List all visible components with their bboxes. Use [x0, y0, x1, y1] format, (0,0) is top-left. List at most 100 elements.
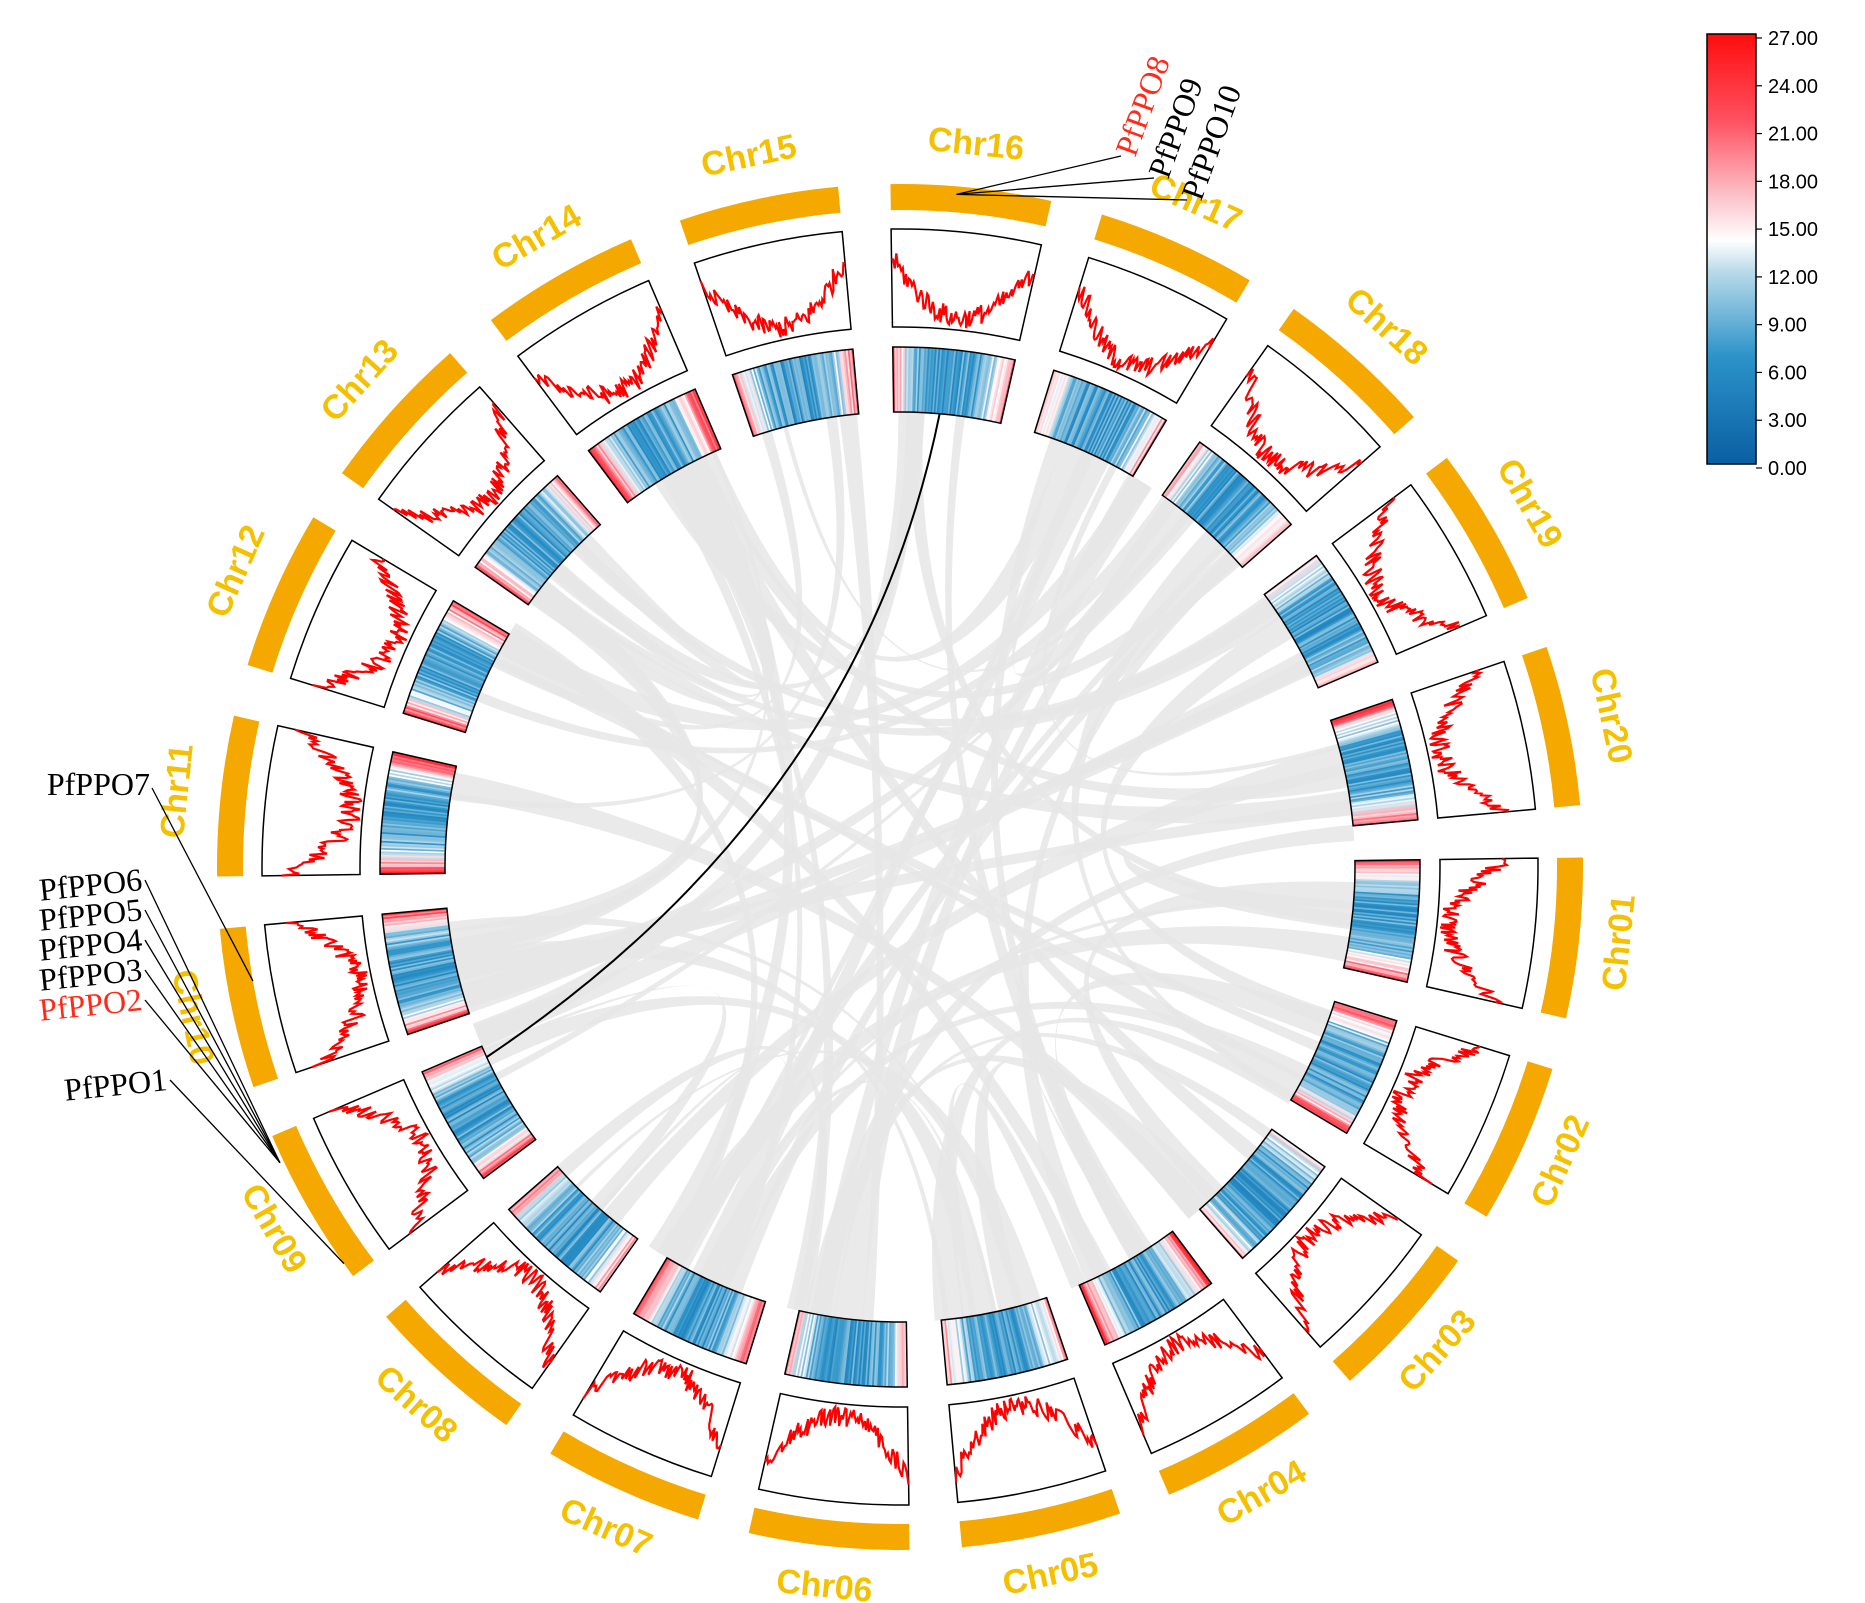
heatmap-cell	[689, 1283, 718, 1344]
heatmap-cell	[1334, 714, 1398, 736]
legend-tick-label: 24.00	[1768, 76, 1818, 98]
heatmap-cell	[1130, 418, 1166, 476]
heatmap-cell	[481, 556, 535, 598]
chromosome-label: Chr14	[485, 197, 588, 278]
heatmap-cell	[380, 836, 446, 843]
heatmap-cell	[399, 991, 463, 1012]
heatmap-cell	[1117, 1265, 1151, 1324]
heatmap-cell	[956, 1318, 967, 1384]
heatmap-cell	[1050, 376, 1075, 439]
heatmap-cell	[783, 359, 800, 424]
heatmap-cell	[794, 1312, 810, 1377]
heatmap-cell	[1292, 603, 1350, 639]
heatmap-cell	[409, 692, 472, 717]
heatmap-cell	[1252, 1152, 1305, 1196]
heatmap-cell	[423, 1048, 484, 1077]
heatmap-cell	[442, 618, 501, 652]
heatmap-cell	[670, 1275, 701, 1335]
heatmap-cell	[380, 833, 446, 840]
heatmap-cell	[447, 609, 505, 644]
heatmap-cell	[1353, 903, 1419, 912]
heatmap-cell	[672, 1275, 703, 1336]
heatmap-cell	[1103, 401, 1135, 461]
heatmap-cell	[460, 1110, 517, 1147]
heatmap-cell	[1354, 879, 1420, 884]
heatmap-cell	[573, 1220, 616, 1273]
heatmap-cell	[626, 423, 663, 481]
heatmap-cell	[1303, 627, 1363, 659]
heatmap-cell	[442, 617, 501, 651]
heatmap-cell	[548, 482, 594, 532]
heatmap-cell	[1248, 1158, 1300, 1202]
heatmap-cell	[1336, 719, 1400, 740]
heatmap-cell	[549, 1202, 595, 1253]
heatmap-cell	[447, 1091, 506, 1126]
heatmap-cell	[1260, 1142, 1314, 1185]
heatmap-cell	[1206, 1202, 1252, 1252]
heatmap-cell	[1345, 958, 1410, 975]
heatmap-cell	[1353, 900, 1419, 908]
heatmap-cell	[388, 949, 453, 964]
heatmap-cell	[1273, 569, 1328, 609]
synteny-link	[668, 543, 1227, 1270]
heatmap-cell	[577, 1223, 620, 1277]
line-track-frame	[572, 1329, 742, 1478]
heatmap-cell	[835, 350, 846, 416]
heatmap-cell	[437, 626, 497, 659]
heatmap-cell	[427, 647, 488, 677]
heatmap-cell	[477, 1131, 532, 1172]
heatmap-cell	[452, 1098, 510, 1134]
heatmap-cell	[960, 1317, 972, 1383]
heatmap-cell	[1171, 449, 1212, 503]
heatmap-cell	[1172, 450, 1213, 504]
heatmap-cell	[1306, 1068, 1367, 1100]
heatmap-cell	[1332, 706, 1396, 729]
heatmap-cell	[1038, 1299, 1061, 1363]
heatmap-cell	[1089, 394, 1119, 455]
heatmap-cell	[742, 370, 765, 434]
heatmap-cell	[1307, 634, 1367, 666]
heatmap-cell	[1344, 961, 1409, 978]
heatmap-cell	[424, 655, 485, 684]
heatmap-cell	[423, 1050, 485, 1079]
heatmap-cell	[1350, 928, 1416, 940]
heatmap-cell	[1124, 415, 1160, 473]
heatmap-cell	[659, 1270, 692, 1330]
heatmap-cell	[1097, 398, 1128, 459]
heatmap-cell	[848, 1319, 858, 1385]
heatmap-cell	[487, 548, 541, 590]
heatmap-cell	[381, 824, 447, 832]
line-track-frame	[312, 1078, 469, 1251]
heatmap-cell	[1229, 1179, 1279, 1226]
heatmap-cell	[1044, 374, 1068, 437]
heatmap-cell	[1315, 1050, 1376, 1079]
heatmap-cell	[1332, 704, 1395, 727]
heatmap-cell	[829, 1317, 841, 1383]
heatmap-cell	[1298, 1085, 1357, 1119]
heatmap-cell	[966, 1316, 979, 1382]
heatmap-cell	[1213, 490, 1260, 539]
gene-label: PfPPO1	[62, 1061, 168, 1108]
heatmap-cell	[1239, 520, 1290, 566]
heatmap-cell	[1351, 923, 1416, 935]
heatmap-cell	[1056, 378, 1081, 441]
heatmap-cell	[745, 369, 767, 433]
heatmap-cell	[1179, 456, 1222, 510]
heatmap-cell	[1347, 770, 1412, 785]
heatmap-cell	[1338, 729, 1403, 749]
line-track-frame	[1331, 483, 1488, 656]
heatmap-cell	[1101, 1274, 1133, 1334]
heatmap-cell	[803, 1314, 818, 1379]
gene-connector	[956, 155, 1122, 196]
heatmap-cell	[1352, 914, 1418, 924]
gene-connector	[144, 909, 281, 1164]
line-track-frame	[263, 915, 390, 1074]
gene-connector	[151, 787, 254, 982]
heatmap-cell	[386, 938, 451, 951]
heatmap-cell	[382, 813, 448, 823]
heatmap-cell	[403, 1002, 467, 1025]
heatmap-cell	[1133, 1256, 1170, 1314]
heatmap-cell	[1354, 877, 1420, 882]
heatmap-cell	[414, 679, 476, 705]
heatmap-cell	[480, 1135, 534, 1176]
